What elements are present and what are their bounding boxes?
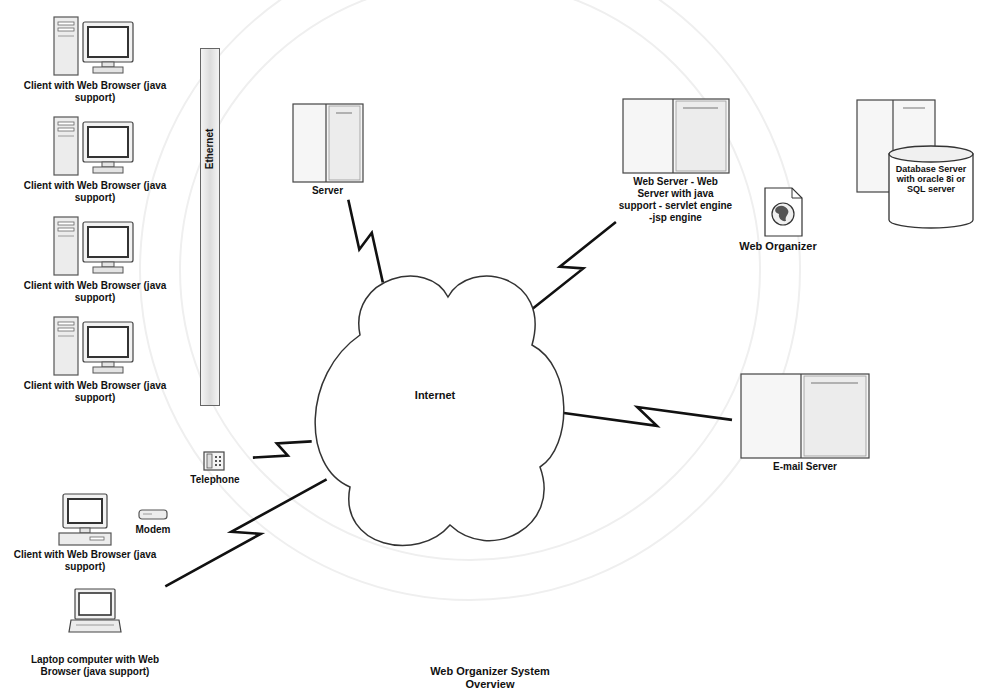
lightning-link bbox=[348, 200, 383, 283]
band-label: Ethernet bbox=[204, 128, 216, 169]
modem-icon bbox=[138, 508, 168, 522]
laptop-node: Laptop computer with Web Browser (java s… bbox=[0, 588, 190, 678]
device-label: Server bbox=[280, 185, 375, 197]
server-icon bbox=[622, 98, 730, 174]
lightning-link bbox=[165, 479, 326, 586]
server-node: Server bbox=[280, 103, 375, 197]
database-label: Database Server with oracle 8i or SQL se… bbox=[894, 165, 968, 195]
phone-node: Telephone bbox=[180, 450, 250, 486]
device-label: Client with Web Browser (java support) bbox=[15, 280, 175, 304]
desktop-node: Client with Web Browser (java support) bbox=[0, 316, 190, 404]
device-label: Telephone bbox=[180, 474, 250, 486]
desktop-node: Client with Web Browser (java support) bbox=[0, 216, 190, 304]
watermark-seal bbox=[140, 0, 800, 600]
device-label: E-mail Server bbox=[735, 461, 875, 473]
cloud-outline bbox=[300, 255, 570, 560]
desktop-icon bbox=[53, 316, 137, 378]
lightning-link bbox=[527, 222, 616, 313]
internet-cloud: Internet bbox=[300, 255, 570, 560]
lightning-link bbox=[253, 441, 312, 457]
phone-icon bbox=[202, 450, 228, 472]
device-label: Client with Web Browser (java support) bbox=[15, 380, 175, 404]
flatdesk-icon bbox=[58, 493, 112, 547]
cloud-label: Internet bbox=[300, 389, 570, 402]
device-label: Client with Web Browser (java support) bbox=[15, 180, 175, 204]
laptop-icon bbox=[68, 588, 122, 652]
server-node: E-mail Server bbox=[735, 373, 875, 473]
modem-node: Modem bbox=[128, 508, 178, 536]
desktop-icon bbox=[53, 16, 137, 78]
desktop-node: Client with Web Browser (java support) bbox=[0, 116, 190, 204]
device-label: Client with Web Browser (java support) bbox=[15, 80, 175, 104]
diagram-title: Web Organizer System Overview bbox=[420, 665, 560, 691]
document-icon bbox=[765, 188, 802, 236]
device-label: Web Server - Web Server with java suppor… bbox=[618, 176, 733, 224]
database-server: Database Server with oracle 8i or SQL se… bbox=[855, 98, 975, 230]
device-label: Laptop computer with Web Browser (java s… bbox=[15, 654, 175, 678]
ethernet-band: Ethernet bbox=[200, 48, 220, 406]
server-icon bbox=[292, 103, 364, 183]
desktop-icon bbox=[53, 116, 137, 178]
database-icon bbox=[855, 98, 975, 230]
device-label: Client with Web Browser (java support) bbox=[8, 549, 163, 573]
server-node: Web Server - Web Server with java suppor… bbox=[618, 98, 733, 224]
lightning-link bbox=[562, 407, 732, 426]
device-label: Modem bbox=[128, 524, 178, 536]
server-icon bbox=[740, 373, 870, 459]
cloud-shape bbox=[315, 276, 564, 545]
desktop-icon bbox=[53, 216, 137, 278]
desktop-node: Client with Web Browser (java support) bbox=[0, 16, 190, 104]
caption-label: Web Organizer bbox=[735, 240, 821, 253]
